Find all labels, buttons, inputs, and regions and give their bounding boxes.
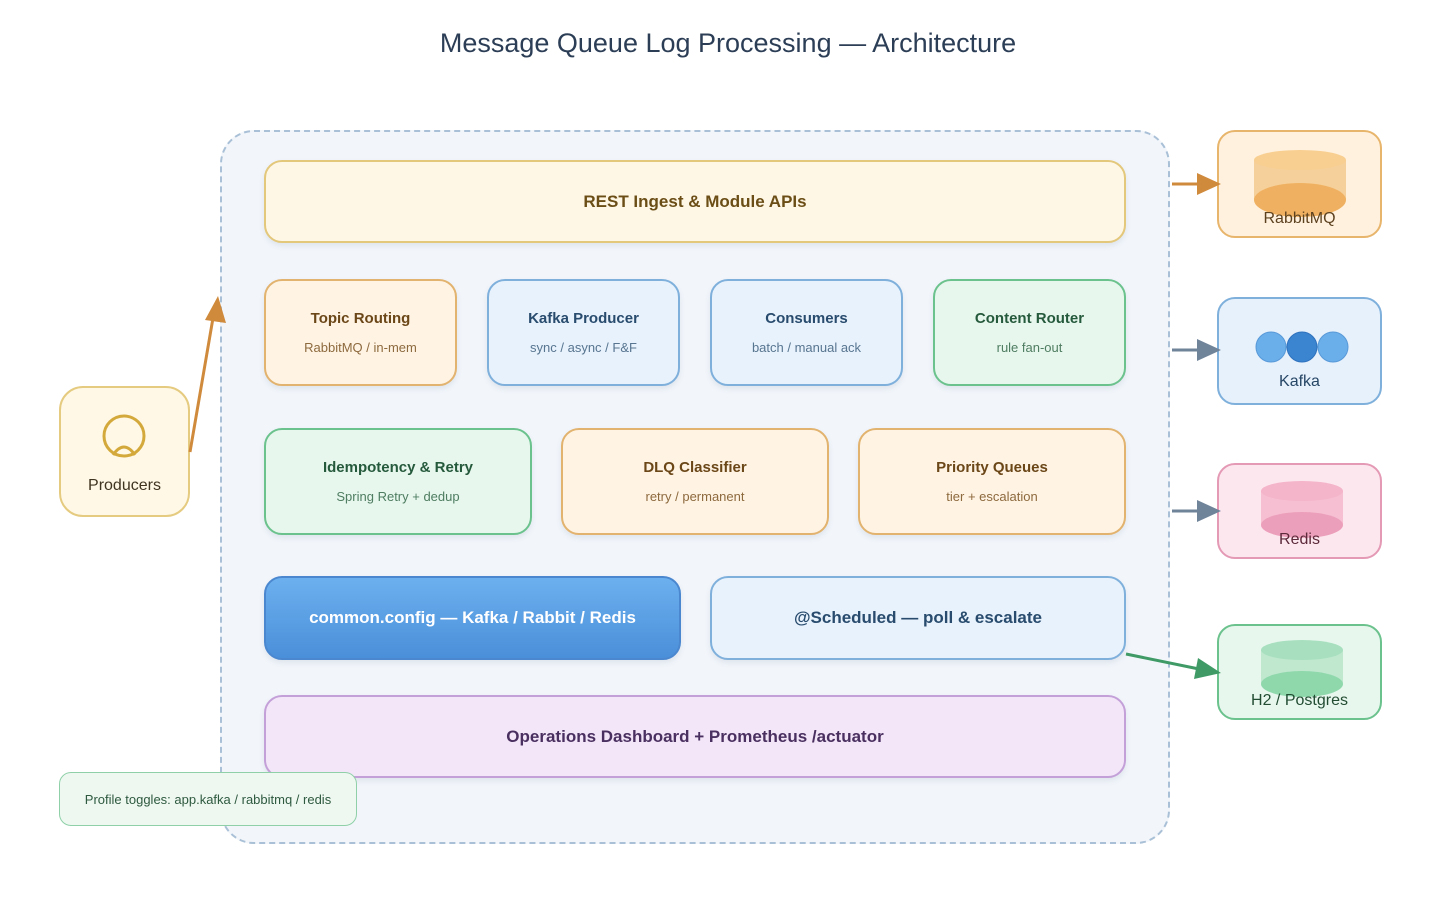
- topic-routing-module[interactable]: Topic Routing RabbitMQ / in-mem: [264, 279, 457, 386]
- module-title: common.config — Kafka / Rabbit / Redis: [309, 608, 636, 627]
- common-config-module[interactable]: common.config — Kafka / Rabbit / Redis: [264, 576, 681, 660]
- priority-queues-module[interactable]: Priority Queues tier + escalation: [858, 428, 1126, 535]
- user-icon: [102, 414, 146, 458]
- module-title: Operations Dashboard + Prometheus /actua…: [506, 726, 884, 746]
- module-subtitle: tier + escalation: [946, 489, 1038, 504]
- module-subtitle: RabbitMQ / in-mem: [304, 340, 417, 355]
- module-title: Consumers: [765, 310, 848, 327]
- scheduled-module[interactable]: @Scheduled — poll & escalate: [710, 576, 1126, 660]
- arrow-app-to-kafka: [1172, 339, 1221, 361]
- idempotency-retry-module[interactable]: Idempotency & Retry Spring Retry + dedup: [264, 428, 532, 535]
- module-subtitle: batch / manual ack: [751, 340, 862, 355]
- profile-toggles-note: Profile toggles: app.kafka / rabbitmq / …: [59, 772, 357, 826]
- rabbitmq-node[interactable]: RabbitMQ: [1217, 130, 1382, 238]
- consumers-module[interactable]: Consumers batch / manual ack: [710, 279, 903, 386]
- cylinder-icon: [1254, 150, 1346, 217]
- arrow-app-to-rabbitmq: [1172, 173, 1221, 195]
- kafka-nodes-icon: [1255, 331, 1349, 363]
- module-title: REST Ingest & Module APIs: [583, 191, 807, 211]
- arrow-app-to-redis: [1172, 500, 1221, 522]
- dlq-classifier-module[interactable]: DLQ Classifier retry / permanent: [561, 428, 829, 535]
- module-title: Idempotency & Retry: [322, 459, 474, 476]
- kafka-label: Kafka: [1279, 373, 1320, 390]
- module-subtitle: retry / permanent: [645, 489, 745, 504]
- page-title: Message Queue Log Processing — Architect…: [439, 28, 1017, 58]
- module-subtitle: rule fan-out: [996, 340, 1063, 355]
- rest-ingest-module[interactable]: REST Ingest & Module APIs: [264, 160, 1126, 243]
- redis-label: Redis: [1279, 531, 1320, 548]
- producers-node[interactable]: Producers: [59, 386, 190, 517]
- redis-node[interactable]: Redis: [1217, 463, 1382, 559]
- module-subtitle: sync / async / F&F: [530, 340, 637, 355]
- module-title: Content Router: [974, 310, 1085, 327]
- module-title: Priority Queues: [936, 459, 1048, 476]
- module-title: DLQ Classifier: [643, 459, 747, 476]
- content-router-module[interactable]: Content Router rule fan-out: [933, 279, 1126, 386]
- kafka-producer-module[interactable]: Kafka Producer sync / async / F&F: [487, 279, 680, 386]
- module-title: @Scheduled — poll & escalate: [793, 608, 1043, 627]
- database-label: H2 / Postgres: [1251, 692, 1348, 709]
- rabbitmq-label: RabbitMQ: [1263, 210, 1336, 227]
- module-title: Kafka Producer: [528, 310, 639, 327]
- kafka-node[interactable]: Kafka: [1217, 297, 1382, 405]
- module-title: Topic Routing: [310, 310, 411, 327]
- module-subtitle: Spring Retry + dedup: [336, 489, 460, 504]
- producers-label: Producers: [88, 477, 161, 494]
- operations-dashboard-module[interactable]: Operations Dashboard + Prometheus /actua…: [264, 695, 1126, 778]
- note-text: Profile toggles: app.kafka / rabbitmq / …: [84, 791, 332, 807]
- database-node[interactable]: H2 / Postgres: [1217, 624, 1382, 720]
- cylinder-icon: [1261, 640, 1343, 697]
- cylinder-icon: [1261, 481, 1343, 538]
